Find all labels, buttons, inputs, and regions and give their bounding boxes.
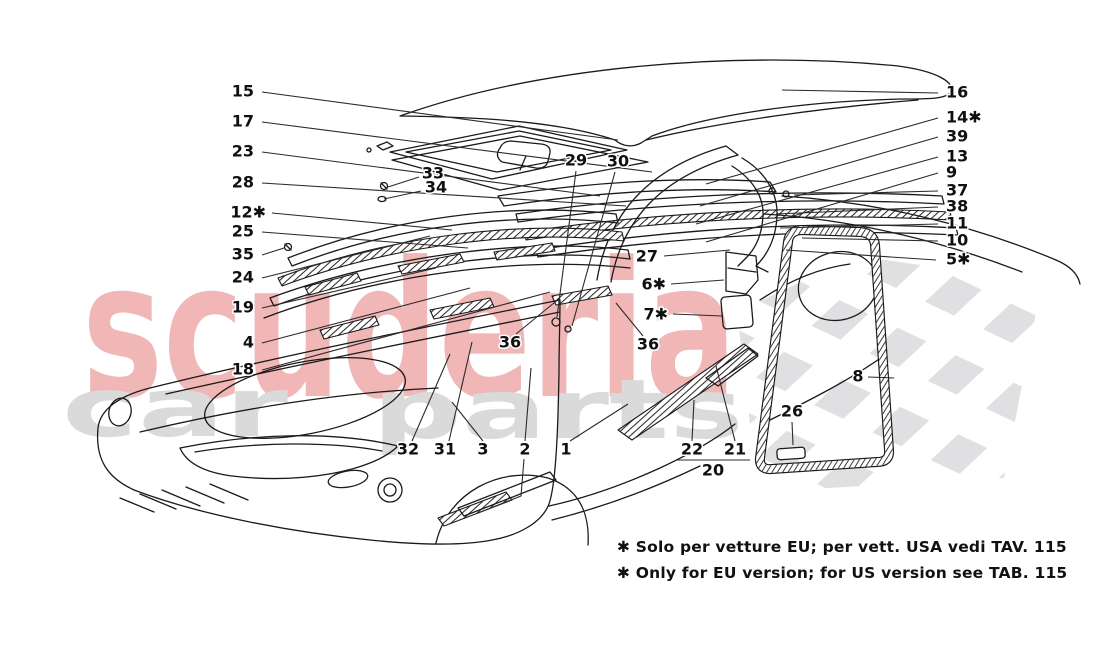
leader-line-39 — [699, 136, 939, 207]
callout-37: 37 — [946, 181, 968, 200]
leader-line-36 — [515, 297, 561, 335]
callout-26: 26 — [781, 402, 803, 421]
leader-line-8 — [867, 376, 895, 379]
leader-line-30 — [571, 171, 616, 327]
leader-line-23 — [261, 151, 601, 197]
leader-line-26 — [791, 421, 794, 446]
callout-32: 32 — [397, 440, 419, 459]
pillar-trims — [720, 251, 759, 330]
leader-line-15 — [261, 91, 619, 141]
callout-34: 34 — [425, 178, 447, 197]
leader-line-33 — [387, 176, 420, 188]
callout-22: 22 — [681, 440, 703, 459]
leader-line-10 — [801, 237, 939, 242]
leader-line-11 — [779, 223, 939, 229]
leader-line-17 — [261, 121, 653, 173]
leader-line-25 — [261, 231, 469, 249]
leader-line-18 — [261, 291, 551, 371]
sill-strips — [437, 343, 759, 527]
callout-39: 39 — [946, 127, 968, 146]
door-opening-seal — [754, 225, 895, 475]
callout-30: 30 — [607, 152, 629, 171]
callout-19: 19 — [232, 298, 254, 317]
callout-31: 31 — [434, 440, 456, 459]
leader-line-38 — [775, 206, 939, 215]
leader-line-19 — [261, 267, 437, 309]
footnote-italian: ✱ Solo per vetture EU; per vett. USA ved… — [617, 538, 1067, 556]
leader-line-5✱ — [785, 249, 937, 261]
leader-line-6✱ — [670, 279, 725, 285]
leader-line-22 — [691, 399, 695, 442]
sunroof-assembly — [366, 125, 649, 191]
callout-17: 17 — [232, 112, 254, 131]
callout-33: 33 — [422, 164, 444, 183]
rear-view-mirror — [496, 140, 551, 171]
footnotes: ✱ Solo per vetture EU; per vett. USA ved… — [617, 538, 1067, 582]
leader-line-7✱ — [672, 313, 723, 317]
leader-line-37 — [793, 190, 939, 196]
callout-14✱: 14✱ — [946, 108, 982, 127]
leader-line-9 — [705, 172, 939, 243]
callout-25: 25 — [232, 222, 254, 241]
callout-20: 20 — [702, 461, 724, 480]
car-line-art — [96, 59, 1081, 546]
callout-15: 15 — [232, 82, 254, 101]
windscreen-header-strip — [497, 179, 777, 207]
leader-line-21 — [715, 365, 736, 442]
leader-line-32 — [411, 353, 451, 442]
callout-38: 38 — [946, 197, 968, 216]
footnote-english: ✱ Only for EU version; for US version se… — [617, 564, 1067, 582]
callout-5✱: 5✱ — [946, 250, 971, 269]
callout-6✱: 6✱ — [641, 275, 666, 294]
callout-12✱: 12✱ — [230, 203, 266, 222]
leader-line-35 — [261, 247, 285, 256]
callout-3: 3 — [477, 440, 488, 459]
leader-line-27 — [663, 249, 731, 257]
callout-9: 9 — [946, 163, 957, 182]
leader-line-34 — [383, 190, 422, 200]
leader-line-1 — [569, 403, 629, 442]
rear-hoop-frame — [731, 157, 778, 273]
callout-29: 29 — [565, 151, 587, 170]
callout-13: 13 — [946, 147, 968, 166]
leader-line-31 — [448, 341, 473, 442]
callout-23: 23 — [232, 142, 254, 161]
leader-line-28 — [261, 182, 627, 207]
callout-21: 21 — [724, 440, 746, 459]
front-body — [96, 299, 589, 546]
callout-36: 36 — [499, 333, 521, 352]
seal-clip — [776, 446, 806, 461]
leader-line-3 — [451, 401, 484, 442]
leader-line-2 — [524, 367, 532, 442]
callout-27: 27 — [636, 247, 658, 266]
callout-1: 1 — [560, 440, 571, 459]
leader-line-13 — [695, 156, 939, 225]
callout-2: 2 — [519, 440, 530, 459]
leader-line-29 — [556, 170, 577, 318]
callout-18: 18 — [232, 360, 254, 379]
roof-side-rails — [515, 187, 959, 258]
callout-7✱: 7✱ — [643, 305, 668, 324]
callout-10: 10 — [946, 231, 968, 250]
roof-panel — [399, 59, 953, 147]
callout-4: 4 — [243, 333, 254, 352]
leader-line-36 — [615, 302, 644, 337]
leader-line-16 — [781, 89, 939, 94]
callout-28: 28 — [232, 173, 254, 192]
callout-24: 24 — [232, 268, 254, 287]
leader-line-14✱ — [705, 117, 939, 185]
leader-line-2 — [477, 458, 525, 514]
callout-16: 16 — [946, 83, 968, 102]
leader-line-24 — [261, 235, 431, 279]
callout-36: 36 — [637, 335, 659, 354]
leader-line-4 — [261, 287, 471, 344]
callout-35: 35 — [232, 245, 254, 264]
callout-11: 11 — [946, 214, 968, 233]
leader-line-12✱ — [271, 212, 453, 231]
callout-8: 8 — [852, 367, 863, 386]
